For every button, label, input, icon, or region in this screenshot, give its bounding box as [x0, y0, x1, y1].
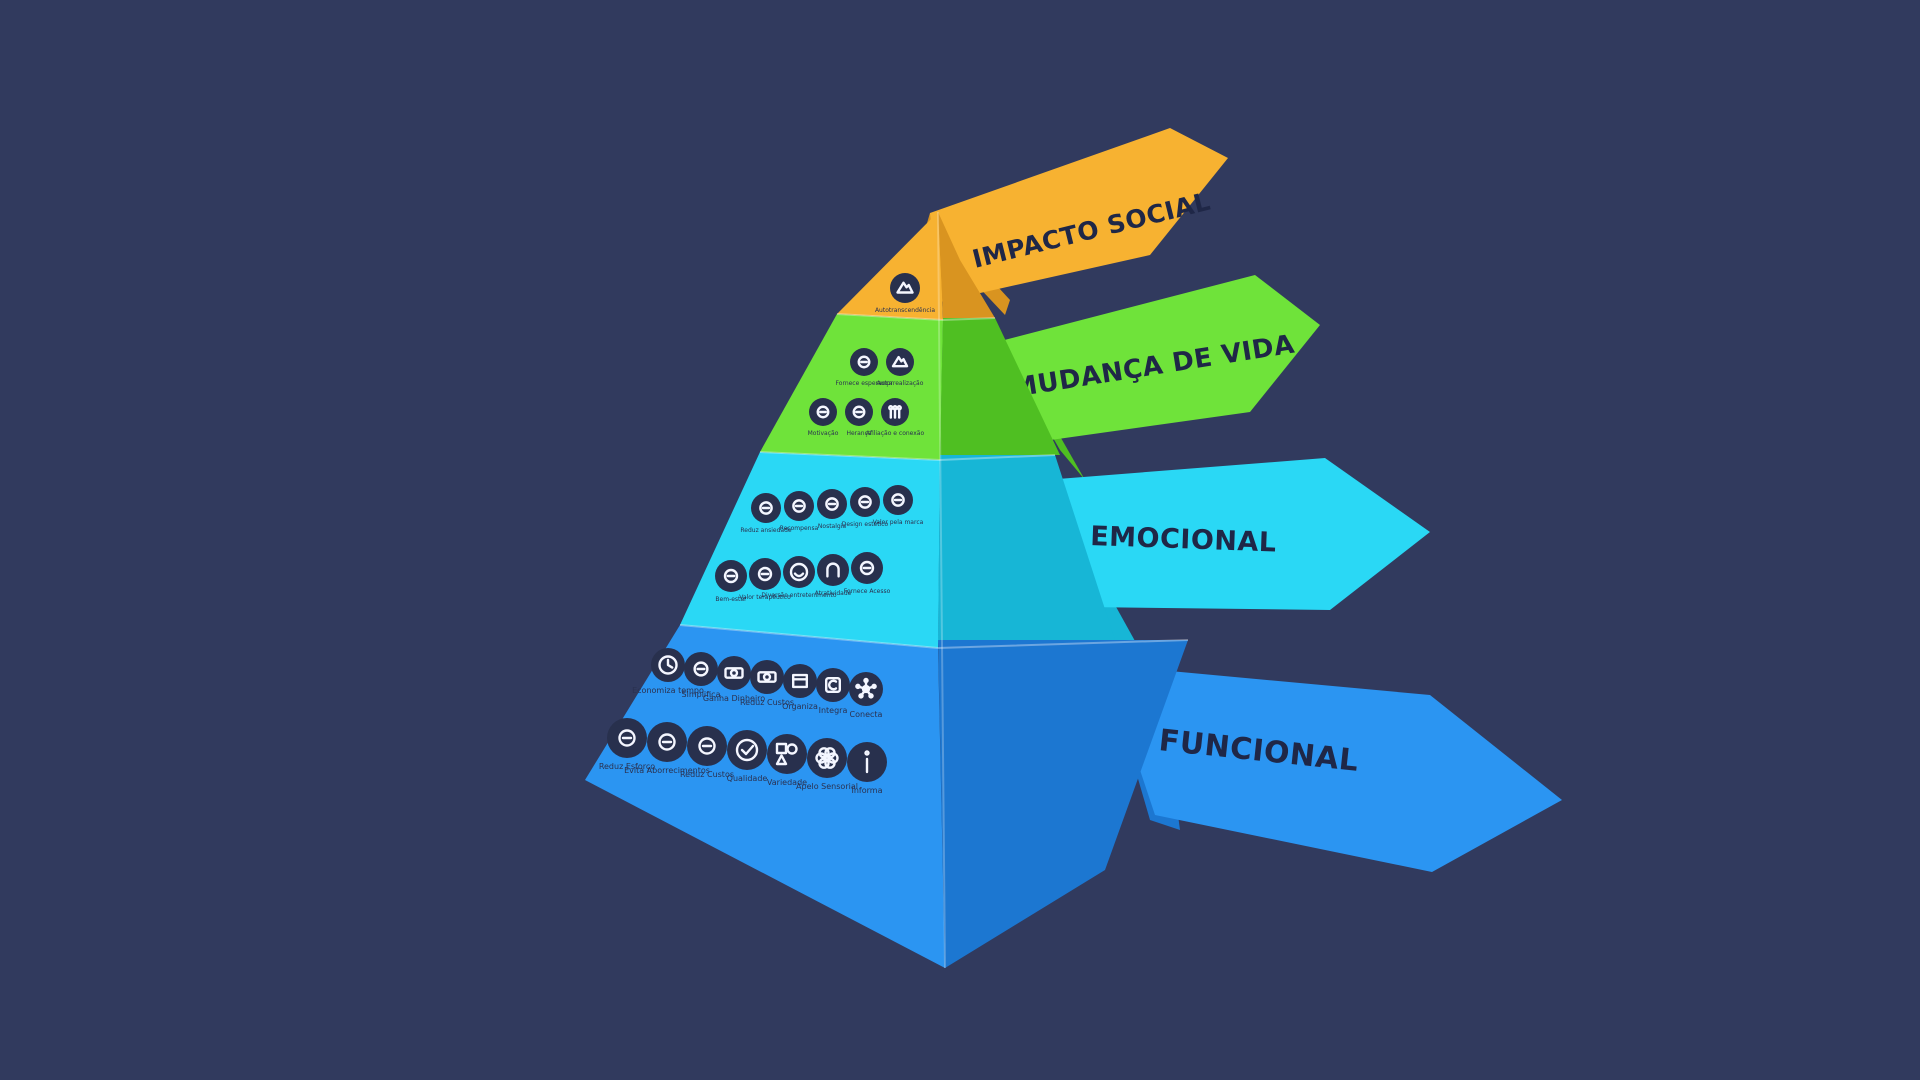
icon-caption: Reduz Custos — [740, 698, 794, 707]
icon-caption: Fornece Acesso — [844, 588, 891, 595]
summit-icon — [886, 348, 914, 376]
icon-caption: Motivação — [808, 430, 839, 437]
icons-impacto-social: Autotranscendência — [875, 273, 935, 314]
design-icon — [850, 487, 880, 517]
people-icon — [881, 398, 909, 426]
mountain-icon — [890, 273, 920, 303]
tier-side-emocional — [938, 455, 1115, 640]
compass-icon — [809, 398, 837, 426]
icon-caption: Valor terapêutico — [739, 594, 791, 601]
organize-icon — [783, 664, 817, 698]
icon-caption: Reduz ansiedade — [740, 527, 792, 534]
variety-disc — [767, 734, 807, 774]
tier-face-funcional — [585, 625, 945, 968]
tier-face-impacto-social — [837, 212, 943, 320]
cost-disc — [750, 660, 784, 694]
icon-caption: Autotranscendência — [875, 307, 935, 314]
access-icon — [851, 552, 883, 584]
anxiety-icon — [751, 493, 781, 523]
wellness-icon — [715, 560, 747, 592]
time-icon — [651, 648, 685, 682]
icon-caption: Atratividade — [815, 590, 852, 597]
tier-face-emocional — [680, 452, 940, 648]
integrate-icon — [816, 668, 850, 702]
tier-side-funcional — [938, 640, 1188, 968]
smile-icon — [783, 556, 815, 588]
sensory-icon — [807, 738, 847, 778]
icon-caption: Herança — [846, 430, 871, 437]
nostalgia-icon — [817, 489, 847, 519]
icon-caption: Reduz Custos — [680, 770, 734, 779]
icon-caption: Reduz Esforço — [599, 762, 655, 771]
risk-icon — [687, 726, 727, 766]
icon-caption: Simplifica — [682, 690, 721, 699]
icon-caption: Ganha Dinheiro — [703, 694, 765, 703]
icon-caption: Design estético — [842, 521, 889, 528]
icon-caption: Organiza — [782, 702, 818, 711]
money-disc — [717, 656, 751, 690]
icon-caption: Nostalgia — [818, 523, 846, 530]
smile-disc — [783, 556, 815, 588]
arrow-label-emocional: EMOCIONAL — [1090, 521, 1277, 558]
tier-side-impacto-social — [938, 212, 995, 318]
icon-caption: Valor pela marca — [873, 519, 924, 526]
summit-disc — [886, 348, 914, 376]
icon-caption: Conecta — [850, 710, 883, 719]
icon-caption: Autorrealização — [877, 380, 924, 387]
info-icon — [847, 742, 887, 782]
icon-caption: Bem-estar — [715, 596, 747, 603]
icon-caption: Afiliação e conexão — [866, 430, 925, 437]
badge-icon — [883, 485, 913, 515]
icon-caption: Economiza tempo — [632, 686, 704, 695]
tier-side-mudanca-de-vida — [940, 318, 1060, 455]
quality-icon — [727, 730, 767, 770]
icon-caption: Qualidade — [727, 774, 768, 783]
icon-caption: Recompensa — [780, 525, 819, 532]
icon-caption: Diversão entretenimento — [761, 592, 836, 599]
icon-caption: Informa — [852, 786, 883, 795]
money-icon — [717, 656, 751, 690]
icon-caption: Variedade — [767, 778, 807, 787]
reward-icon — [784, 491, 814, 521]
effort-icon — [607, 718, 647, 758]
integrate-disc — [816, 668, 850, 702]
mountain-disc — [890, 273, 920, 303]
organize-disc — [783, 664, 817, 698]
icon-caption: Integra — [819, 706, 848, 715]
icon-caption: Apelo Sensorial — [796, 782, 858, 791]
quality-disc — [727, 730, 767, 770]
icons-mudanca-de-vida: Fornece esperançaAutorrealizaçãoMotivaçã… — [808, 348, 925, 437]
cost-icon — [750, 660, 784, 694]
leaf-icon — [850, 348, 878, 376]
magnet-disc — [817, 554, 849, 586]
therapy-icon — [749, 558, 781, 590]
sensory-disc — [807, 738, 847, 778]
hassle-icon — [647, 722, 687, 762]
heritage-icon — [845, 398, 873, 426]
magnet-icon — [817, 554, 849, 586]
icon-caption: Evita Aborrecimentos — [624, 766, 710, 775]
icon-caption: Fornece esperança — [836, 380, 893, 387]
arrow-funcional: FUNCIONAL — [1105, 665, 1562, 872]
simplify-icon — [684, 652, 718, 686]
connect-icon — [849, 672, 883, 706]
tier-face-mudanca-de-vida — [760, 314, 943, 460]
variety-icon — [767, 734, 807, 774]
